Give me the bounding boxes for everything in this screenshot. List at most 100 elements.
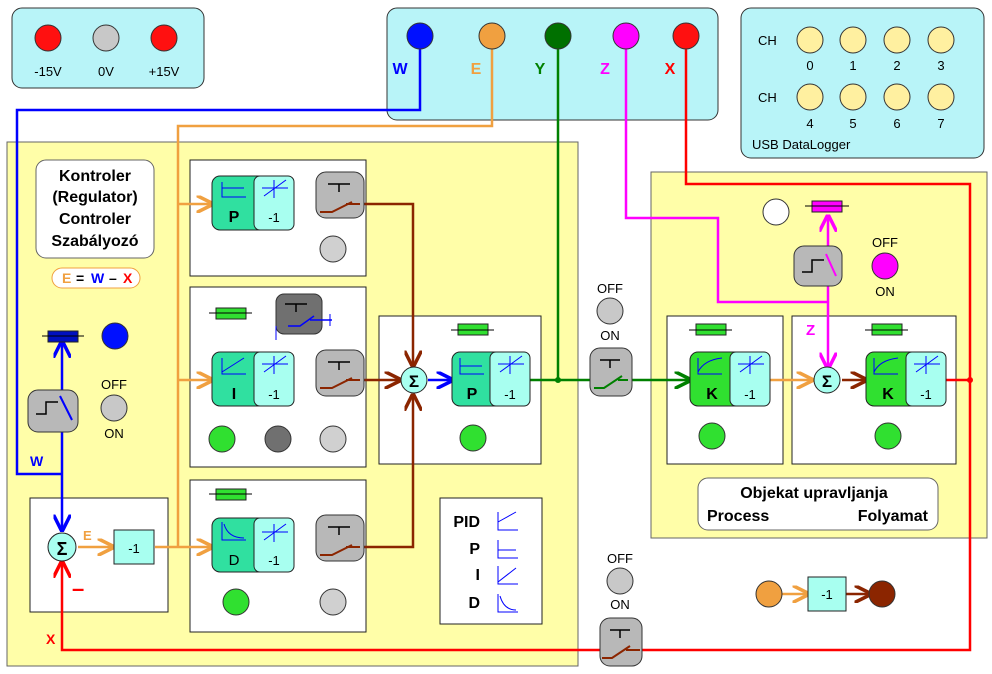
error-sum-junction: Σ bbox=[47, 532, 77, 562]
legend-i: I bbox=[476, 567, 480, 584]
p-led bbox=[319, 235, 347, 263]
disturbance-step-switch[interactable] bbox=[793, 245, 843, 287]
equation-e: E bbox=[62, 270, 71, 286]
output-gain-pot[interactable] bbox=[451, 323, 494, 336]
disturbance-led bbox=[762, 198, 790, 226]
p-switch[interactable] bbox=[315, 171, 365, 219]
d-switch[interactable] bbox=[315, 514, 365, 562]
process-title-right: Folyamat bbox=[858, 508, 929, 525]
legend-i-icon bbox=[497, 566, 518, 585]
equation-w: W bbox=[91, 270, 105, 286]
i-gain-pot[interactable] bbox=[209, 307, 252, 320]
channel-6[interactable] bbox=[883, 83, 911, 111]
controller-title-line-4: Szabályozó bbox=[51, 233, 138, 250]
controller-title-line-2: (Regulator) bbox=[52, 189, 137, 206]
channel-2[interactable] bbox=[883, 26, 911, 54]
sum-symbol-controller: Σ bbox=[409, 372, 419, 391]
channel-4-label: 4 bbox=[806, 116, 813, 131]
k1-label: K bbox=[706, 386, 718, 403]
setpoint-on-label: ON bbox=[104, 426, 124, 441]
k2-gain-pot[interactable] bbox=[865, 323, 908, 336]
terminal-0v[interactable] bbox=[92, 24, 120, 52]
i-reset-switch[interactable] bbox=[275, 293, 332, 335]
equation-x: X bbox=[123, 270, 133, 286]
terminal-minus15v[interactable] bbox=[34, 24, 62, 52]
loop-switch-off-label: OFF bbox=[597, 281, 623, 296]
wire-w bbox=[15, 36, 422, 476]
channel-3[interactable] bbox=[927, 26, 955, 54]
legend-d: D bbox=[468, 595, 480, 612]
output-p-label: P bbox=[467, 386, 478, 403]
i-led-grey bbox=[319, 425, 347, 453]
channel-1-label: 1 bbox=[849, 58, 856, 73]
setpoint-off-indicator bbox=[100, 394, 128, 422]
output-p-neg: -1 bbox=[504, 387, 516, 402]
channel-0[interactable] bbox=[796, 26, 824, 54]
sum-junction-controller: Σ bbox=[400, 366, 428, 394]
terminal-plus15v[interactable] bbox=[150, 24, 178, 52]
k2-label: K bbox=[882, 386, 894, 403]
error-equation: E = W – X bbox=[51, 267, 141, 289]
p-block-neg: -1 bbox=[268, 210, 280, 225]
wire-label-z: Z bbox=[806, 322, 815, 339]
setpoint-pot[interactable] bbox=[42, 330, 84, 343]
channel-6-label: 6 bbox=[893, 116, 900, 131]
d-led-grey bbox=[319, 588, 347, 616]
feedback-off-label: OFF bbox=[607, 551, 633, 566]
inverter-block: -1 bbox=[807, 576, 847, 612]
terminal-x[interactable] bbox=[672, 22, 700, 50]
signal-label-z: Z bbox=[600, 61, 610, 78]
wire-e bbox=[176, 36, 494, 547]
terminal-z[interactable] bbox=[612, 22, 640, 50]
d-block: D -1 bbox=[211, 517, 295, 573]
i-led-green bbox=[208, 425, 236, 453]
d-gain-pot[interactable] bbox=[209, 488, 252, 501]
k1-gain-pot[interactable] bbox=[689, 323, 732, 336]
inverter-label: -1 bbox=[821, 587, 833, 602]
signal-label-e: E bbox=[471, 61, 482, 78]
output-led bbox=[459, 424, 487, 452]
controller-title: Kontroler (Regulator) Controler Szabályo… bbox=[35, 159, 155, 259]
disturbance-indicator bbox=[871, 252, 899, 280]
setpoint-off-label: OFF bbox=[101, 377, 127, 392]
p-block-label: P bbox=[229, 209, 240, 226]
error-sum-symbol: Σ bbox=[57, 539, 68, 559]
i-switch[interactable] bbox=[315, 349, 365, 397]
feedback-indicator bbox=[606, 567, 634, 595]
channel-5[interactable] bbox=[839, 83, 867, 111]
wire-label-x: X bbox=[46, 631, 56, 647]
process-title-line-1: Objekat upravljanja bbox=[740, 485, 888, 502]
loop-switch-on-label: ON bbox=[600, 328, 620, 343]
channel-2-label: 2 bbox=[893, 58, 900, 73]
datalogger-title: USB DataLogger bbox=[752, 137, 851, 152]
feedback-switch[interactable] bbox=[599, 617, 643, 667]
channel-4[interactable] bbox=[796, 83, 824, 111]
channel-1[interactable] bbox=[839, 26, 867, 54]
terminal-y[interactable] bbox=[544, 22, 572, 50]
disturbance-pot[interactable] bbox=[805, 200, 849, 213]
channel-7[interactable] bbox=[927, 83, 955, 111]
label-0v: 0V bbox=[98, 64, 114, 79]
label-plus15v: +15V bbox=[149, 64, 180, 79]
channel-5-label: 5 bbox=[849, 116, 856, 131]
i-led-dark bbox=[264, 425, 292, 453]
inverter-input-terminal[interactable] bbox=[755, 580, 783, 608]
terminal-e[interactable] bbox=[478, 22, 506, 50]
equation-eq: = bbox=[76, 270, 84, 286]
process-title: Objekat upravljanja Process Folyamat bbox=[697, 477, 939, 531]
controller-title-line-1: Kontroler bbox=[59, 168, 131, 185]
error-label-e: E bbox=[83, 528, 92, 543]
terminal-w[interactable] bbox=[406, 22, 434, 50]
wire-z bbox=[624, 36, 828, 304]
error-inverter: -1 bbox=[113, 529, 155, 565]
inverter-output-terminal[interactable] bbox=[868, 580, 896, 608]
setpoint-step-switch[interactable] bbox=[27, 389, 79, 433]
datalogger-panel: CH CH 0 1 2 3 4 5 6 7 USB DataLogger bbox=[740, 7, 985, 159]
ch-label-row2: CH bbox=[758, 90, 777, 105]
signal-label-x: X bbox=[665, 61, 676, 78]
feedback-on-label: ON bbox=[610, 597, 630, 612]
loop-switch[interactable] bbox=[589, 347, 633, 397]
legend-pid-icon bbox=[497, 511, 518, 531]
error-minus-sign: – bbox=[72, 576, 84, 601]
signal-label-y: Y bbox=[535, 61, 546, 78]
